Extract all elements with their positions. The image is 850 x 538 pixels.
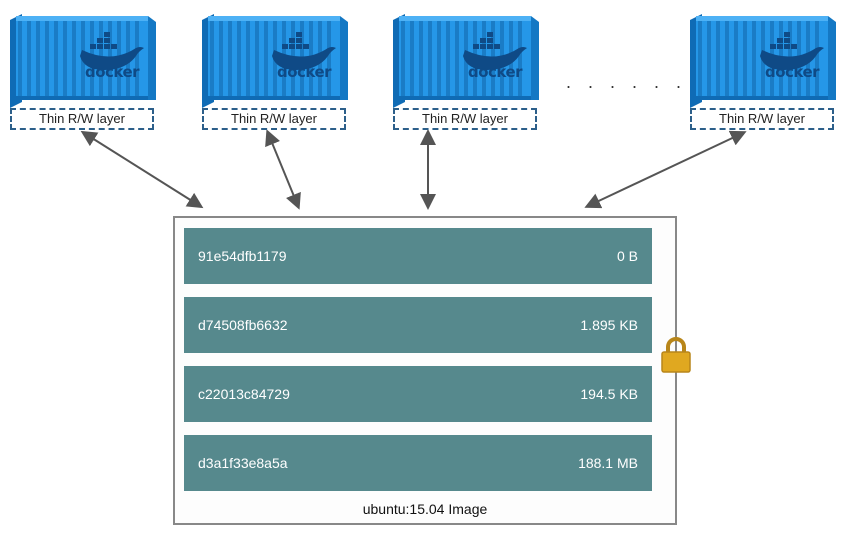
shipping-container-icon	[202, 14, 348, 108]
thin-rw-layer-label: Thin R/W layer	[393, 108, 537, 130]
layer-id: 91e54dfb1179	[198, 248, 287, 264]
docker-whale-icon	[272, 32, 336, 70]
layer-id: d3a1f33e8a5a	[198, 455, 288, 471]
docker-whale-icon	[760, 32, 824, 70]
image-caption: ubuntu:15.04 Image	[362, 501, 488, 517]
docker-whale-icon	[463, 32, 527, 70]
docker-brand-text: docker	[467, 63, 523, 81]
shipping-container-icon	[10, 14, 156, 108]
layer-size: 188.1 MB	[578, 455, 638, 471]
docker-container: docker Thin R/W layer	[690, 8, 840, 138]
layer-size: 0 B	[616, 248, 638, 264]
docker-container: docker Thin R/W layer	[202, 8, 352, 138]
image-layer: d3a1f33e8a5a 188.1 MB	[184, 435, 652, 491]
thin-rw-layer-label: Thin R/W layer	[690, 108, 834, 130]
shipping-container-icon	[690, 14, 836, 108]
layer-size: 1.895 KB	[580, 317, 638, 333]
arrow-container-2	[265, 129, 301, 210]
image-layer: c22013c84729 194.5 KB	[184, 366, 652, 422]
arrow-container-1	[80, 130, 204, 209]
docker-container: docker Thin R/W layer	[393, 8, 543, 138]
lock-icon	[661, 337, 691, 373]
thin-rw-layer-label: Thin R/W layer	[202, 108, 346, 130]
docker-brand-text: docker	[84, 63, 140, 81]
more-containers-ellipsis: . . . . . .	[566, 72, 688, 92]
image-layer: d74508fb6632 1.895 KB	[184, 297, 652, 353]
thin-rw-layer-label: Thin R/W layer	[10, 108, 154, 130]
layer-size: 194.5 KB	[580, 386, 638, 402]
layer-id: c22013c84729	[198, 386, 290, 402]
docker-brand-text: docker	[764, 63, 820, 81]
image-box: 91e54dfb1179 0 B d74508fb6632 1.895 KB c…	[173, 216, 677, 525]
shipping-container-icon	[393, 14, 539, 108]
docker-brand-text: docker	[276, 63, 332, 81]
image-layer: 91e54dfb1179 0 B	[184, 228, 652, 284]
arrow-container-4	[584, 130, 747, 209]
docker-container: docker Thin R/W layer	[10, 8, 160, 138]
layer-id: d74508fb6632	[198, 317, 288, 333]
docker-whale-icon	[80, 32, 144, 70]
